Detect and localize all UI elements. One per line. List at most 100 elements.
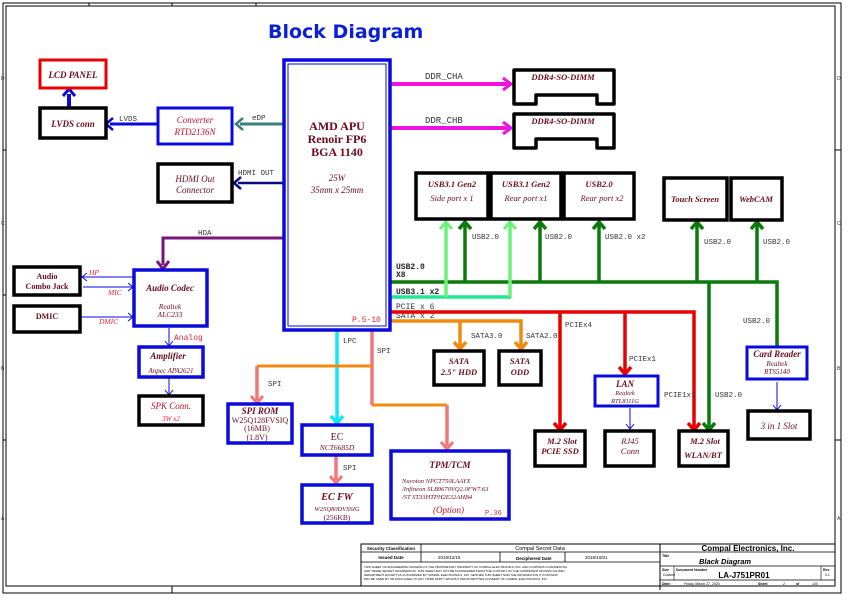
sata-hdd-label-1: SATA	[449, 356, 470, 366]
lan-vendor: Realtek	[614, 390, 635, 397]
three-in-one-slot-block[interactable]: 3 in 1 Slot	[746, 409, 812, 441]
audio-combo-jack-label-2: Combo Jack	[26, 282, 69, 291]
tpm-block[interactable]: TPM/TCM Nuvoton NPCT750LAAYX /Infineon S…	[389, 449, 511, 521]
audio-combo-jack-label-1: Audio	[37, 272, 58, 281]
title-block	[360, 543, 836, 590]
lvds-conn-block[interactable]: LVDS conn	[38, 106, 108, 140]
ec-block[interactable]: EC NCT6685D	[300, 423, 374, 457]
apu-size: 35mm x 25mm	[310, 185, 364, 195]
security-classification-label: Security Classification	[367, 546, 416, 551]
lan-title: LAN	[615, 379, 635, 389]
converter-block[interactable]: Converter RTD2136N	[156, 106, 234, 146]
sata-hdd-label-2: 2.5" HDD	[440, 367, 477, 377]
m2-ssd-label-1: M.2 Slot	[546, 436, 577, 446]
tpm-vendor-2: /Infineon SLB9670VQ2.0FW7.63	[401, 486, 489, 493]
usb-port-rear20[interactable]: USB2.0 Rear port x2	[562, 171, 636, 221]
apu-name: AMD APU	[309, 119, 365, 133]
rev-label: Rev	[823, 568, 829, 572]
dmic-block[interactable]: DMIC	[12, 304, 82, 334]
ec-fw-size: (256KB)	[324, 513, 351, 522]
signal-hp: HP	[88, 268, 99, 277]
audio-codec-block[interactable]: Audio Codec Realtek ALC233	[132, 268, 209, 328]
confidential-notice-3: DEPARTMENT EXCEPT AS AUTHORIZED BY COMPA…	[364, 573, 558, 577]
tpm-page-ref: P.36	[485, 510, 502, 518]
amplifier-block[interactable]: Amplifier Anpec APA2621	[137, 345, 205, 379]
margin-row-d: D	[1, 76, 5, 82]
margin-row-b: B	[1, 366, 5, 372]
usb-port-rear31-desc: Rear port x1	[504, 193, 548, 203]
signal-sata2: SATA2.0	[526, 333, 558, 341]
touch-screen-block[interactable]: Touch Screen	[662, 176, 729, 222]
ec-fw-block[interactable]: EC FW W25Q80DVSSIG (256KB)	[300, 483, 374, 525]
dmic-label: DMIC	[36, 312, 58, 321]
signal-pciex1: PCIEx1	[629, 356, 657, 364]
apu-page-ref: P.5-10	[352, 316, 381, 325]
document-number: LA-J751PR01	[718, 571, 770, 580]
confidential-notice-2: AND TRADE SECRET INFORMATION. THIS SHEET…	[364, 569, 565, 573]
margin-row-a-right: A	[837, 516, 841, 522]
sata-odd-label-2: ODD	[511, 367, 529, 377]
size-label: Size	[662, 568, 669, 572]
rj45-conn-block[interactable]: RJ45 Conn	[603, 429, 656, 468]
apu-codename: Renoir FP6	[308, 132, 367, 146]
lcd-panel-block[interactable]: LCD PANEL	[38, 58, 108, 90]
apu-block[interactable]: AMD APU Renoir FP6 BGA 1140 25W 35mm x 2…	[282, 58, 392, 332]
sata-odd-block[interactable]: SATA ODD	[497, 349, 543, 387]
tpm-vendor-1: Nuvoton NPCT750LAAYX	[401, 478, 471, 485]
signal-spi-apu: SPI	[377, 348, 391, 356]
spk-conn-block[interactable]: SPK Conn. 3W x2	[137, 394, 205, 427]
apu-power: 25W	[329, 173, 347, 183]
m2-wlan-label-2: WLAN/BT	[684, 450, 723, 460]
signal-lpc: LPC	[343, 338, 357, 346]
sata-hdd-block[interactable]: SATA 2.5" HDD	[432, 349, 486, 387]
signal-analog: Analog	[174, 334, 203, 343]
bus-label-pcie: PCIE x 6	[396, 303, 435, 312]
usb-port-side-desc: Side port x 1	[430, 193, 473, 203]
signal-usb2-webcam: USB2.0	[763, 239, 791, 247]
margin-row-c: C	[1, 221, 5, 227]
tpm-vendor-3: /ST ST33HTPH2E32AHB4	[401, 494, 473, 501]
audio-combo-jack-block[interactable]: Audio Combo Jack	[12, 265, 82, 297]
spi-rom-block[interactable]: SPI ROM W25Q128FVSIQ (16MB) (1.8V)	[226, 402, 294, 445]
dimm-b-block[interactable]: DDR4-SO-DIMM	[512, 112, 616, 150]
wire-edp	[234, 117, 284, 131]
tpm-title: TPM/TCM	[429, 460, 471, 470]
audio-codec-vendor: Realtek	[158, 302, 182, 311]
m2-wlan-block[interactable]: M.2 Slot WLAN/BT	[677, 429, 730, 468]
of-label: of	[796, 582, 800, 586]
signal-hda: HDA	[198, 230, 212, 238]
spi-rom-title: SPI ROM	[242, 406, 280, 416]
usb-port-side-type: USB3.1 Gen2	[428, 179, 477, 189]
lan-part: RTL8111G	[610, 398, 639, 405]
hdmi-connector-label: Connector	[176, 185, 214, 195]
spi-rom-voltage: (1.8V)	[246, 433, 267, 442]
signal-sata3: SATA3.0	[471, 333, 503, 341]
m2-ssd-block[interactable]: M.2 Slot PCIE SSD	[533, 429, 587, 468]
hdmi-out-block[interactable]: HDMI Out Connector	[156, 162, 234, 204]
signal-pciex4: PCIEx4	[565, 322, 593, 330]
issued-date-label: Issued Date	[378, 555, 404, 560]
three-in-one-slot-label: 3 in 1 Slot	[760, 421, 798, 431]
signal-ddr-chb: DDR_CHB	[425, 116, 463, 126]
dimm-a-block[interactable]: DDR4-SO-DIMM	[512, 68, 616, 106]
date-label: Date:	[662, 582, 671, 586]
card-reader-block[interactable]: Card Reader Realtek RTS5140	[745, 345, 809, 381]
usb-port-rear31-type: USB3.1 Gen2	[502, 179, 551, 189]
wire-lpc	[329, 330, 345, 426]
signal-hdmi-out: HDMI OUT	[238, 170, 275, 178]
usb-port-rear31[interactable]: USB3.1 Gen2 Rear port x1	[489, 171, 563, 221]
webcam-block[interactable]: WebCAM	[729, 176, 784, 222]
bus-label-usb2-x8: X8	[396, 271, 406, 280]
card-reader-part: RTS5140	[763, 368, 790, 376]
sata-odd-label-1: SATA	[510, 356, 531, 366]
lvds-conn-label: LVDS conn	[50, 119, 94, 129]
rj45-label-1: RJ45	[620, 436, 638, 446]
document-number-label: Document Number	[676, 568, 708, 572]
signal-lvds: LVDS	[119, 116, 138, 124]
amplifier-title: Amplifier	[149, 351, 186, 361]
usb-port-rear20-desc: Rear port x2	[580, 193, 625, 203]
lan-block[interactable]: LAN Realtek RTL8111G	[593, 374, 660, 408]
amplifier-part: Anpec APA2621	[147, 367, 193, 375]
usb-port-side[interactable]: USB3.1 Gen2 Side port x 1	[414, 171, 490, 221]
